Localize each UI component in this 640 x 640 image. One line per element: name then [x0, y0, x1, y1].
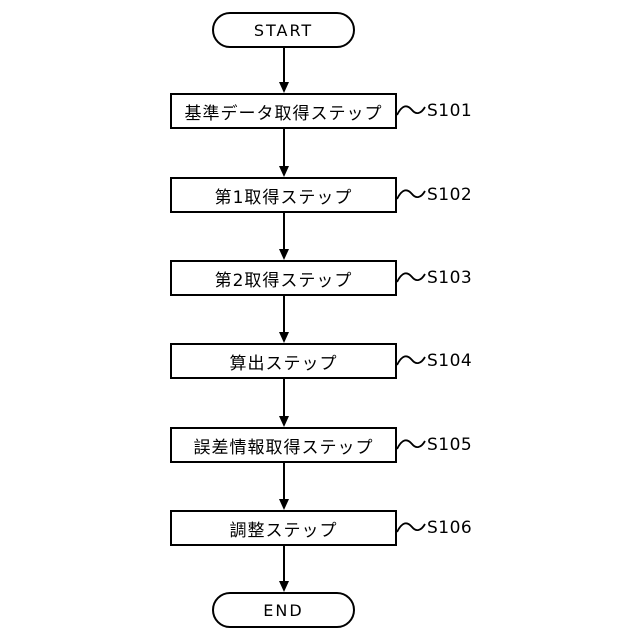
step-ref-number: S102 — [427, 185, 473, 205]
step-row-s102: 第1取得ステップ S102 — [0, 177, 640, 213]
arrow-head — [278, 249, 289, 260]
arrow-shaft — [282, 296, 285, 335]
flow-arrow — [277, 546, 290, 592]
ref-squiggle-connector — [396, 105, 426, 116]
arrow-head — [278, 82, 289, 93]
arrow-head — [278, 332, 289, 343]
step-label: 調整ステップ — [229, 520, 338, 541]
process-box: 算出ステップ — [170, 343, 397, 379]
arrow-shaft — [282, 129, 285, 169]
start-terminal: START — [212, 12, 355, 48]
step-ref-number: S105 — [427, 435, 473, 455]
step-row-s101: 基準データ取得ステップ S101 — [0, 93, 640, 129]
arrow-head — [278, 499, 289, 510]
step-row-s105: 誤差情報取得ステップ S105 — [0, 427, 640, 463]
step-label: 算出ステップ — [229, 353, 338, 374]
end-label: END — [263, 600, 304, 620]
arrow-shaft — [282, 213, 285, 252]
step-row-s104: 算出ステップ S104 — [0, 343, 640, 379]
process-box: 第1取得ステップ — [170, 177, 397, 213]
step-ref-number: S104 — [427, 351, 473, 371]
step-label: 誤差情報取得ステップ — [193, 437, 374, 458]
arrow-head — [278, 416, 289, 427]
arrow-shaft — [282, 379, 285, 419]
arrow-shaft — [282, 546, 285, 584]
step-row-s106: 調整ステップ S106 — [0, 510, 640, 546]
ref-squiggle-connector — [396, 355, 426, 366]
start-label: START — [253, 20, 314, 40]
flow-arrow — [277, 463, 290, 510]
arrow-shaft — [282, 48, 285, 85]
flow-arrow — [277, 379, 290, 427]
arrow-head — [278, 581, 289, 592]
ref-squiggle-connector — [396, 189, 426, 200]
ref-squiggle-connector — [396, 522, 426, 533]
process-box: 基準データ取得ステップ — [170, 93, 397, 129]
step-label: 第2取得ステップ — [214, 270, 353, 291]
flow-arrow — [277, 48, 290, 93]
process-box: 第2取得ステップ — [170, 260, 397, 296]
step-row-s103: 第2取得ステップ S103 — [0, 260, 640, 296]
ref-squiggle-connector — [396, 439, 426, 450]
step-label: 基準データ取得ステップ — [184, 103, 383, 124]
process-box: 誤差情報取得ステップ — [170, 427, 397, 463]
ref-squiggle-connector — [396, 272, 426, 283]
step-ref-number: S101 — [427, 101, 473, 121]
flow-arrow — [277, 296, 290, 343]
arrow-head — [278, 166, 289, 177]
arrow-shaft — [282, 463, 285, 502]
process-box: 調整ステップ — [170, 510, 397, 546]
step-ref-number: S106 — [427, 518, 473, 538]
end-terminal: END — [212, 592, 355, 628]
flow-arrow — [277, 213, 290, 260]
step-label: 第1取得ステップ — [214, 187, 353, 208]
flow-arrow — [277, 129, 290, 177]
step-ref-number: S103 — [427, 268, 473, 288]
